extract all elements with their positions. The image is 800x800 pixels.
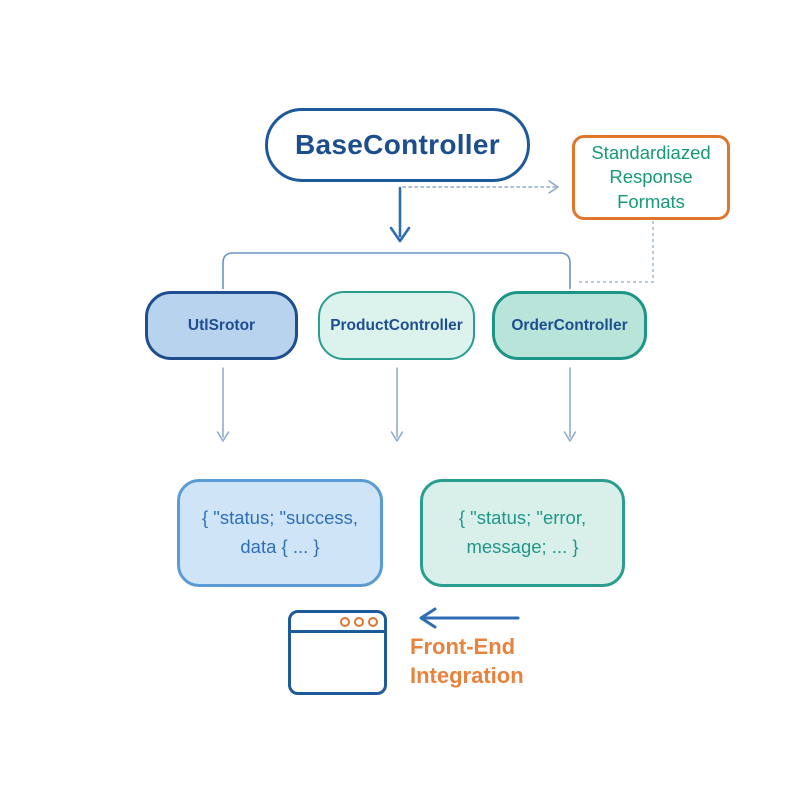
node-ordercontroller: OrderController (492, 291, 647, 360)
node-productcontroller-label: ProductController (330, 316, 463, 334)
node-productcontroller: ProductController (318, 291, 475, 360)
browser-window-icon (288, 610, 387, 695)
base-to-formats-dotted-arrow (402, 180, 559, 194)
annotation-response-formats-label: Standardiazed Response Formats (591, 142, 711, 212)
formats-to-order-dashed-connector (579, 221, 654, 283)
json-success-text: { "status; "success, data { ... } (202, 504, 358, 561)
json-success-line2: data { ... } (240, 536, 320, 557)
browser-dot-icon (368, 616, 378, 627)
browser-dot-icon (354, 616, 364, 627)
front-end-integration-label: Front-End Integration (410, 634, 524, 688)
inheritance-arrow (389, 186, 411, 243)
hierarchy-bracket (222, 252, 571, 289)
annotation-response-formats: Standardiazed Response Formats (572, 135, 730, 220)
node-ordercontroller-label: OrderController (511, 316, 628, 334)
json-error-line1: { "status; "error, (458, 507, 587, 529)
browser-dot-icon (340, 616, 350, 627)
json-error-text: { "status; "error, message; ... } (459, 504, 586, 561)
json-error-line2: message; ... } (466, 536, 579, 557)
json-success-box: { "status; "success, data { ... } (177, 479, 383, 587)
node-basecontroller-label: BaseController (295, 129, 500, 160)
node-utlsrotor: UtlSrotor (145, 291, 298, 360)
response-arrows (216, 367, 577, 442)
frontend-arrow (419, 607, 520, 629)
json-error-box: { "status; "error, message; ... } (420, 479, 625, 587)
json-success-line1: { "status; "success, (201, 507, 359, 529)
node-basecontroller: BaseController (265, 108, 530, 182)
browser-titlebar (291, 613, 384, 633)
node-utlsrotor-label: UtlSrotor (187, 316, 256, 334)
